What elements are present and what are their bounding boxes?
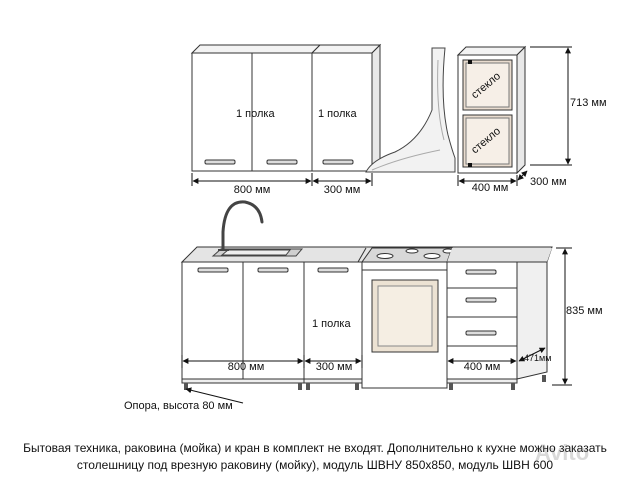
upper-dim-height: 713 мм <box>570 97 607 109</box>
upper-cabinet-800 <box>190 44 322 172</box>
upper-dimensions <box>191 46 572 186</box>
glass-dim-400: 400 мм <box>472 182 509 194</box>
stove <box>361 247 454 389</box>
caption-line-1: Бытовая техника, раковина (мойка) и кран… <box>23 441 607 455</box>
upper-shelf-label-1: 1 полка <box>236 108 275 120</box>
lower-shelf-label: 1 полка <box>312 318 351 330</box>
support-legs <box>184 375 546 390</box>
caption-line-2: столешницу под врезную раковину (мойку),… <box>76 458 554 472</box>
upper-dim-300: 300 мм <box>324 184 361 196</box>
lower-dimensions <box>181 247 572 404</box>
glass-dim-depth: 300 мм <box>530 176 567 188</box>
glass-cabinet-400 <box>456 45 527 175</box>
range-hood <box>365 47 456 173</box>
faucet <box>218 200 264 251</box>
sink <box>211 248 304 257</box>
lower-dim-300: 300 мм <box>316 361 353 373</box>
caption: Бытовая техника, раковина (мойка) и кран… <box>0 440 630 474</box>
lower-dim-400: 400 мм <box>464 361 501 373</box>
support-note: Опора, высота 80 мм <box>124 400 233 412</box>
lower-dim-800: 800 мм <box>228 361 265 373</box>
lower-dim-height: 835 мм <box>566 305 603 317</box>
avito-watermark: Avito <box>535 440 590 465</box>
upper-cabinet-300 <box>310 43 382 172</box>
lower-dim-depth: 471мм <box>524 353 551 363</box>
upper-shelf-label-2: 1 полка <box>318 108 357 120</box>
upper-dim-800: 800 мм <box>234 184 271 196</box>
